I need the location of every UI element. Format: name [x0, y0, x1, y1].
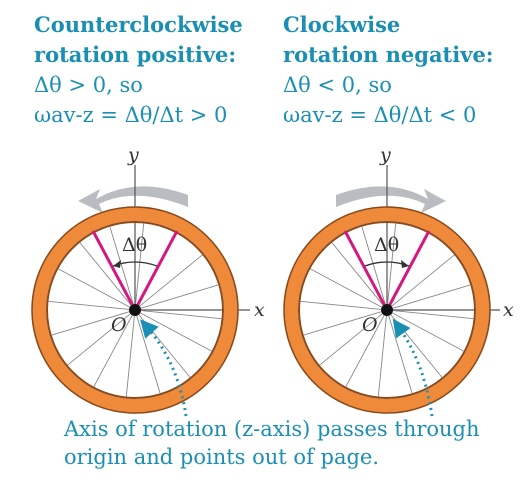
spoke [140, 284, 219, 309]
spoke [303, 311, 382, 336]
spoke [140, 310, 222, 320]
spoke [138, 314, 191, 378]
right-angle-arrowhead-icon [401, 260, 409, 268]
right-x-label: x [503, 299, 514, 321]
caption-left-omega: ωav-z = Δθ/Δt > 0 [34, 103, 228, 127]
axis-note: Axis of rotation (z-axis) passes through… [64, 417, 480, 469]
right-origin-label: O [362, 314, 378, 336]
left-delta-label: Δθ [122, 234, 147, 256]
spoke [345, 315, 385, 387]
spoke [135, 223, 145, 305]
left-origin-label: O [111, 314, 127, 336]
right-delta-label: Δθ [374, 234, 399, 256]
spoke [392, 312, 464, 352]
spoke [67, 313, 131, 366]
spoke [361, 226, 386, 305]
caption-right-condition: Δθ < 0, so [283, 73, 392, 97]
left-wheel: Δθ O x y [31, 144, 265, 417]
spoke [388, 315, 413, 394]
left-origin-dot [129, 304, 141, 316]
right-wheel: Δθ O x y [283, 144, 514, 417]
caption-right-omega: ωav-z = Δθ/Δt < 0 [283, 103, 477, 127]
caption-left-condition: Δθ > 0, so [34, 73, 143, 97]
spoke [109, 226, 134, 305]
spoke [93, 315, 133, 387]
spoke [51, 311, 130, 336]
right-spokes [300, 223, 474, 397]
left-tire [32, 207, 238, 413]
left-rotation-arrow-icon [78, 186, 188, 213]
caption-left: Counterclockwise rotation positive: Δθ >… [34, 10, 243, 130]
spoke [387, 223, 397, 305]
spoke [48, 300, 130, 310]
spoke [300, 300, 382, 310]
right-tire [284, 207, 490, 413]
caption-right: Clockwise rotation negative: Δθ < 0, so … [283, 10, 494, 130]
right-y-label: y [379, 144, 391, 166]
caption-right-heading-2: rotation negative: [283, 42, 494, 67]
left-angle-arrowhead-icon [113, 260, 121, 268]
spoke [391, 254, 455, 307]
right-radius-2 [385, 230, 431, 311]
spoke [390, 314, 443, 378]
spoke [139, 254, 203, 307]
left-y-label: y [127, 144, 139, 166]
spoke [319, 313, 383, 366]
left-radius-2 [133, 230, 179, 311]
right-rim [298, 221, 476, 399]
spoke [392, 310, 474, 320]
right-rotation-arrow-icon [336, 186, 446, 213]
spoke [58, 268, 130, 308]
spoke [377, 315, 387, 397]
caption-right-heading-1: Clockwise [283, 12, 401, 37]
spoke [310, 268, 382, 308]
caption-left-heading-1: Counterclockwise [34, 12, 243, 37]
left-x-label: x [254, 299, 265, 321]
right-radius-1 [343, 230, 389, 311]
spoke [125, 315, 135, 397]
left-rim [46, 221, 224, 399]
spoke [140, 312, 212, 352]
left-radius-1 [91, 230, 137, 311]
spoke [331, 242, 384, 306]
caption-left-heading-2: rotation positive: [34, 42, 237, 67]
spoke [392, 284, 471, 309]
spoke [79, 242, 132, 306]
right-origin-dot [381, 304, 393, 316]
